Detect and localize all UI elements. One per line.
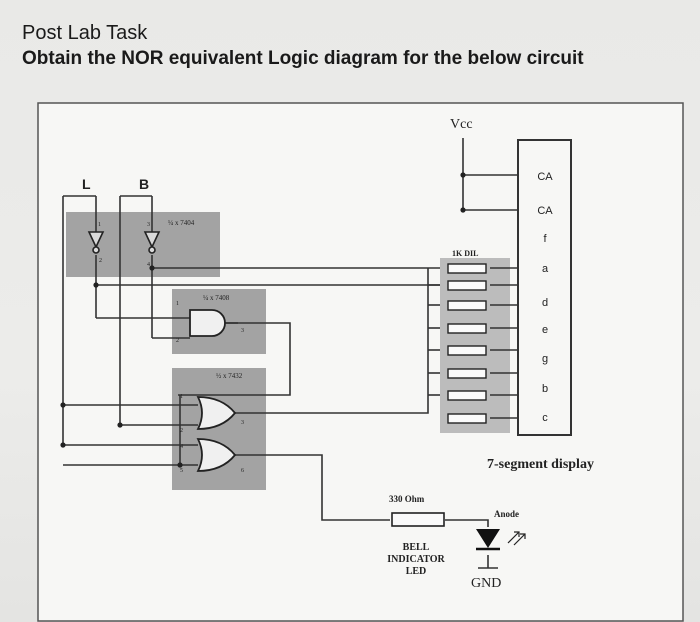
svg-text:4: 4 bbox=[147, 262, 150, 268]
not-gates bbox=[87, 231, 161, 254]
vcc-label: Vcc bbox=[450, 117, 473, 132]
display-pin-labels: CA CA f a d e g b c bbox=[537, 171, 553, 424]
resistor-network-resistors bbox=[447, 263, 487, 424]
svg-text:CA: CA bbox=[537, 205, 553, 217]
header: Post Lab Task Obtain the NOR equivalent … bbox=[22, 20, 584, 72]
svg-text:INDICATOR: INDICATOR bbox=[387, 554, 445, 565]
task-instruction: Obtain the NOR equivalent Logic diagram … bbox=[22, 48, 584, 69]
anode-label: Anode bbox=[494, 509, 519, 519]
svg-text:CA: CA bbox=[537, 171, 553, 183]
svg-text:e: e bbox=[542, 324, 548, 336]
display-label: 7-segment display bbox=[487, 457, 594, 472]
page-title: Post Lab Task bbox=[22, 22, 148, 44]
not-gate-2-bubble bbox=[148, 246, 156, 254]
svg-text:c: c bbox=[542, 412, 548, 424]
svg-text:2: 2 bbox=[99, 258, 102, 264]
diagram-frame bbox=[37, 102, 684, 622]
light-emission-arrows-icon bbox=[507, 531, 526, 546]
svg-text:1: 1 bbox=[98, 222, 101, 228]
svg-text:BELL: BELL bbox=[403, 542, 430, 553]
svg-text:d: d bbox=[542, 297, 548, 309]
svg-text:4: 4 bbox=[180, 444, 183, 450]
not-gate-2 bbox=[143, 231, 161, 249]
input-b-label: B bbox=[139, 176, 149, 192]
svg-text:2: 2 bbox=[180, 428, 183, 434]
input-l-label: L bbox=[82, 176, 91, 192]
svg-text:b: b bbox=[542, 383, 548, 395]
svg-text:3: 3 bbox=[147, 222, 150, 228]
not-gate-1-bubble bbox=[92, 246, 100, 254]
svg-text:3: 3 bbox=[241, 420, 244, 426]
resistor-label: 330 Ohm bbox=[389, 494, 425, 504]
or-gate-1 bbox=[196, 396, 237, 430]
ic-7432-label: ½ x 7432 bbox=[216, 372, 243, 380]
svg-text:2: 2 bbox=[176, 338, 179, 344]
svg-text:3: 3 bbox=[241, 328, 244, 334]
svg-text:f: f bbox=[543, 233, 547, 245]
gnd-label: GND bbox=[471, 576, 501, 591]
svg-text:LED: LED bbox=[406, 566, 427, 577]
ic-7404-label: ¼ x 7404 bbox=[168, 219, 195, 227]
or-gate-2 bbox=[196, 438, 237, 472]
led-label: BELL INDICATOR LED bbox=[387, 542, 445, 577]
resistor-network-label: 1K DIL bbox=[452, 249, 478, 258]
svg-text:1: 1 bbox=[180, 394, 183, 400]
ic-7432-block bbox=[172, 368, 266, 490]
resistor-330-ohm bbox=[391, 512, 445, 527]
not-gate-1 bbox=[87, 231, 105, 249]
seven-segment-display bbox=[517, 139, 572, 436]
ic-7404-block-left bbox=[66, 212, 144, 277]
svg-text:a: a bbox=[542, 263, 549, 275]
pin-numbers: 1 2 3 4 1 2 3 1 2 3 4 5 6 bbox=[98, 222, 244, 474]
svg-text:6: 6 bbox=[241, 468, 244, 474]
ic-7408-label: ¼ x 7408 bbox=[203, 294, 230, 302]
junctions bbox=[60, 172, 466, 468]
svg-text:5: 5 bbox=[180, 468, 183, 474]
and-gate bbox=[189, 309, 226, 337]
led-diode-icon bbox=[476, 529, 500, 548]
wires bbox=[62, 138, 518, 569]
svg-text:g: g bbox=[542, 353, 548, 365]
svg-text:1: 1 bbox=[176, 301, 179, 307]
